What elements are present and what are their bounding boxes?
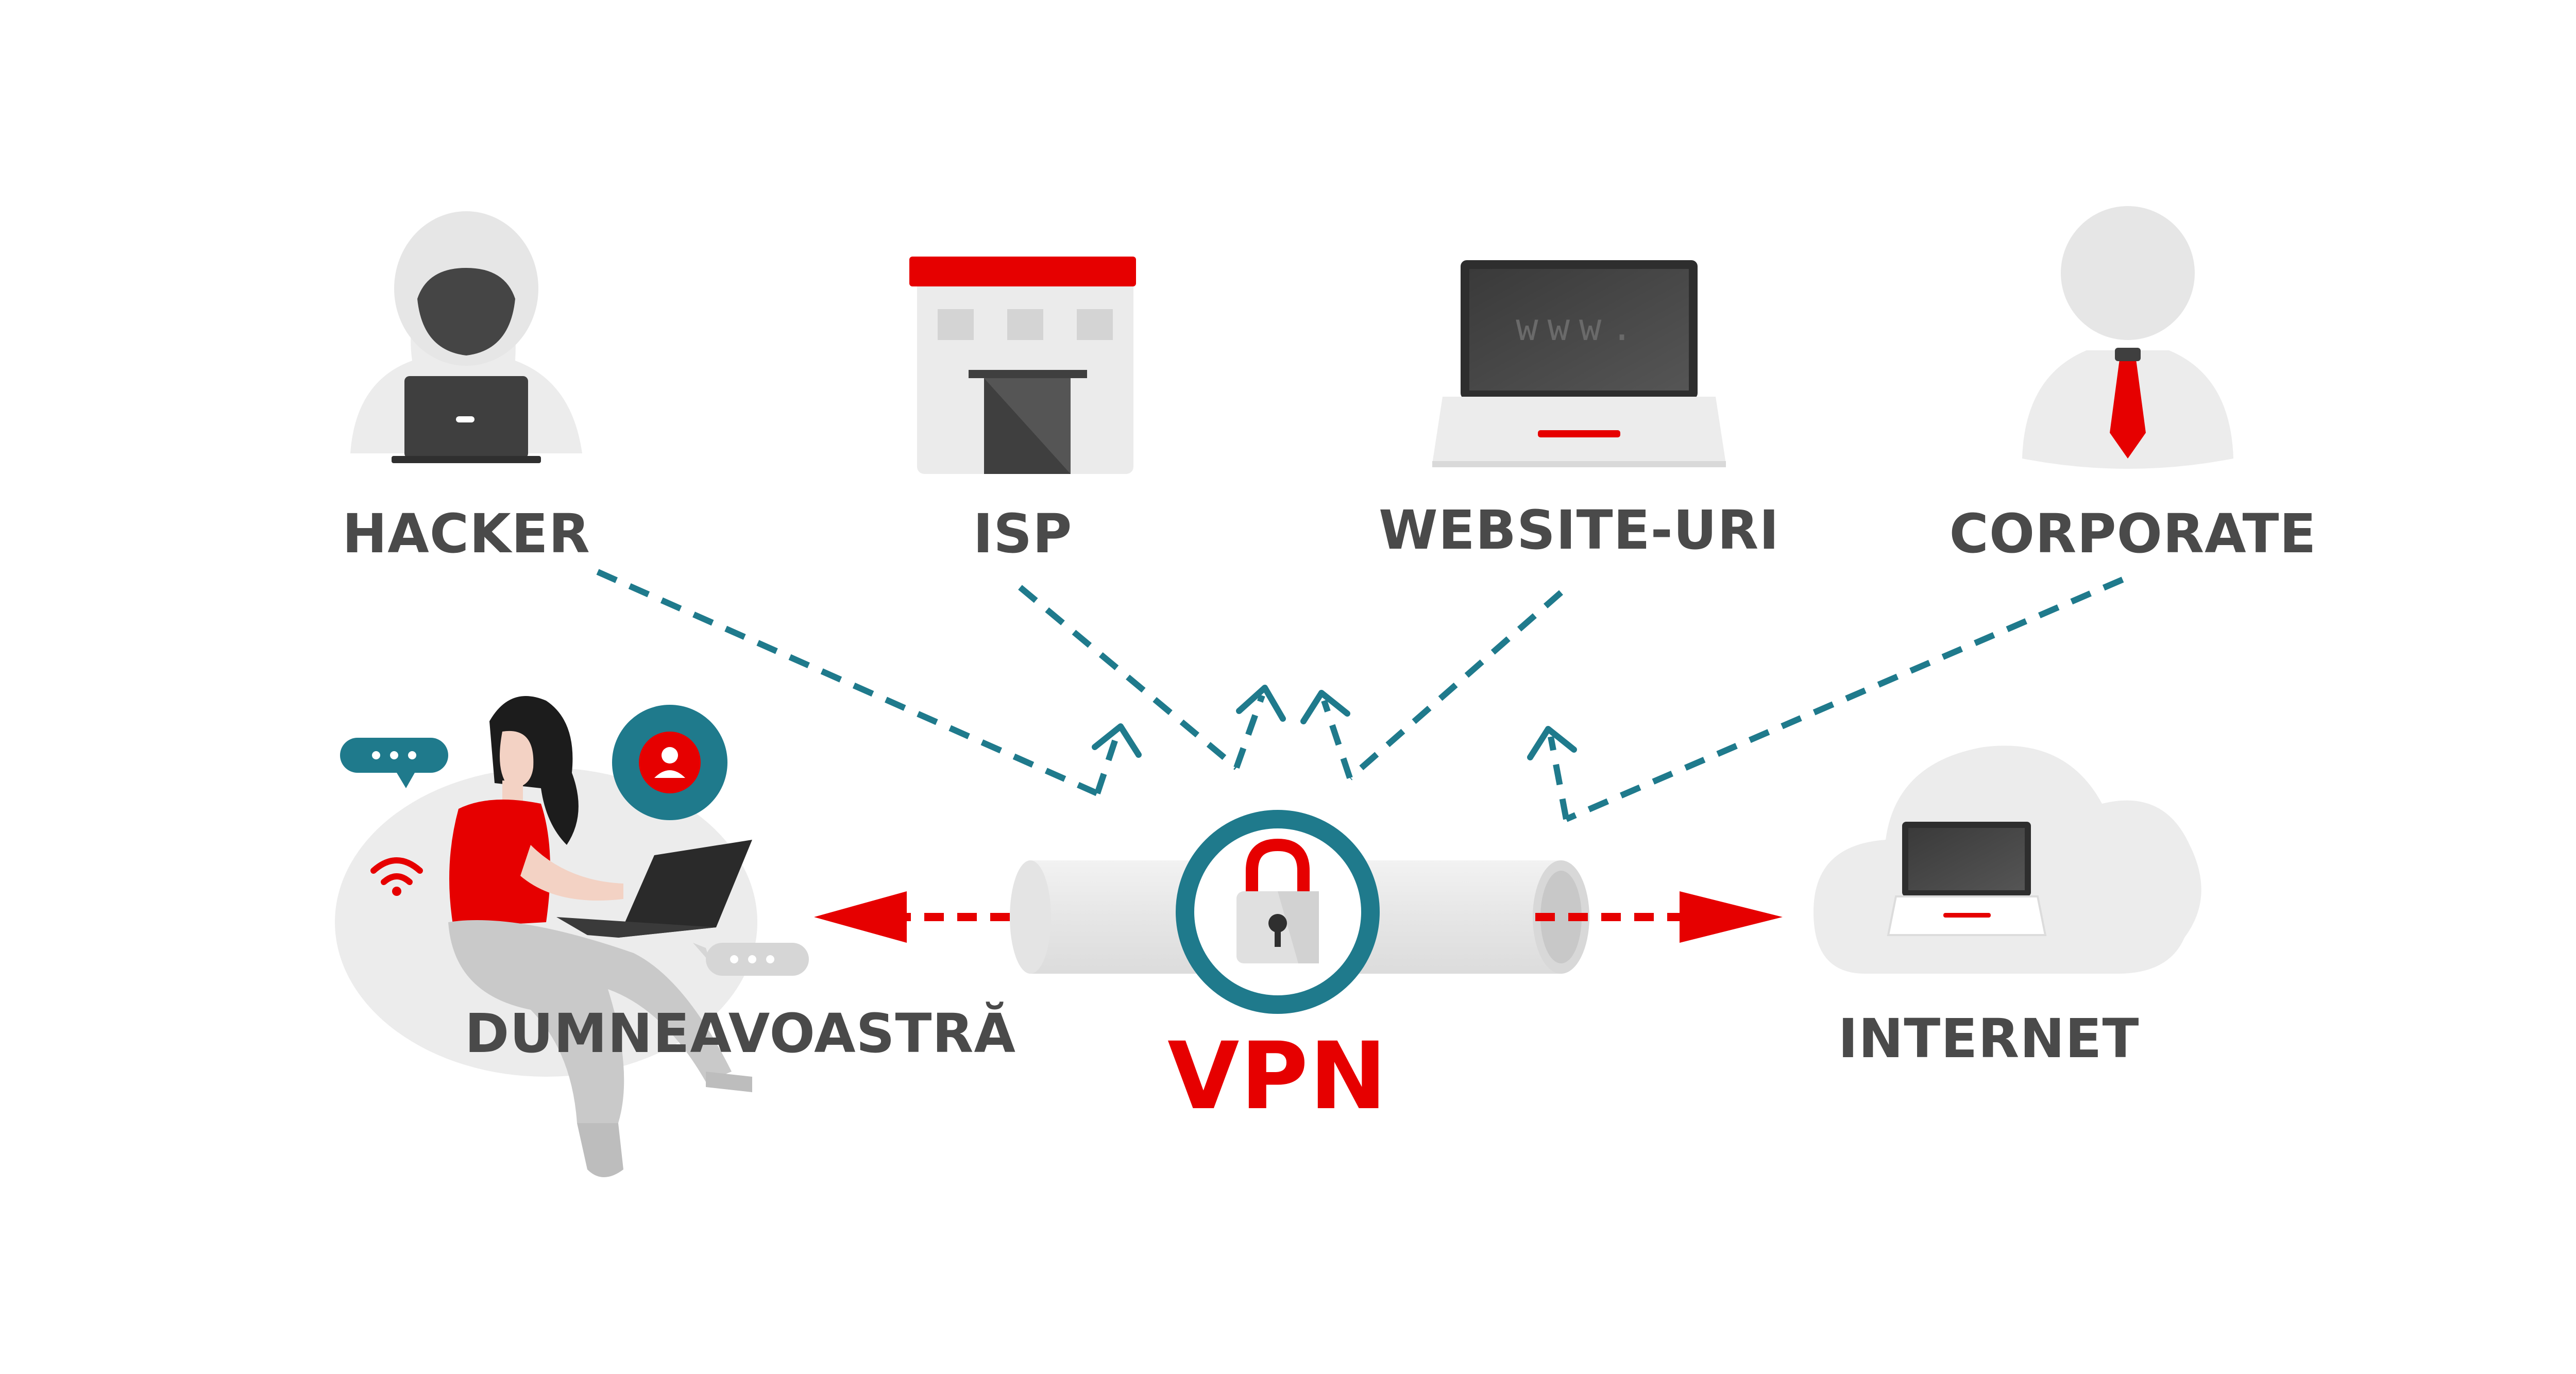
arrowhead-websites <box>1300 690 1350 724</box>
websites-label: WEBSITE-URI <box>1379 499 1780 562</box>
hacker-label: HACKER <box>342 502 590 565</box>
corporate-blocked-arrow <box>1548 736 1569 820</box>
hacker-connection-line <box>596 569 1099 796</box>
blocked-arrowheads <box>1092 685 1577 760</box>
woman-laptop-icon <box>335 696 809 1177</box>
laptop-www-icon <box>1432 260 1726 467</box>
businessman-icon <box>2022 206 2233 469</box>
corporate-label: CORPORATE <box>1949 502 2317 565</box>
vpn-to-internet-arrow <box>1535 891 1783 943</box>
arrowhead-corporate <box>1527 726 1577 760</box>
surveillance-connections <box>596 569 2124 822</box>
websites-blocked-arrow <box>1321 700 1353 779</box>
padlock-icon <box>1176 810 1380 1014</box>
cloud-laptop-icon <box>1814 745 2201 974</box>
you-label: DUMNEAVOASTRĂ <box>465 1002 1016 1065</box>
websites-connection-line <box>1348 590 1563 781</box>
corporate-connection-line <box>1565 576 2124 822</box>
vpn-label: VPN <box>1167 1023 1388 1130</box>
laptop-screen-text: www. <box>1516 306 1642 349</box>
arrowhead-isp <box>1236 685 1286 722</box>
isp-blocked-arrow <box>1233 694 1265 769</box>
isp-connection-line <box>1018 585 1239 770</box>
arrowhead-hacker <box>1092 723 1142 758</box>
isp-building-icon <box>909 257 1136 474</box>
hacker-icon <box>350 211 582 463</box>
internet-label: INTERNET <box>1838 1007 2140 1070</box>
vpn-to-you-arrow <box>814 891 1010 943</box>
isp-label: ISP <box>973 502 1073 565</box>
hacker-blocked-arrow <box>1094 731 1121 794</box>
